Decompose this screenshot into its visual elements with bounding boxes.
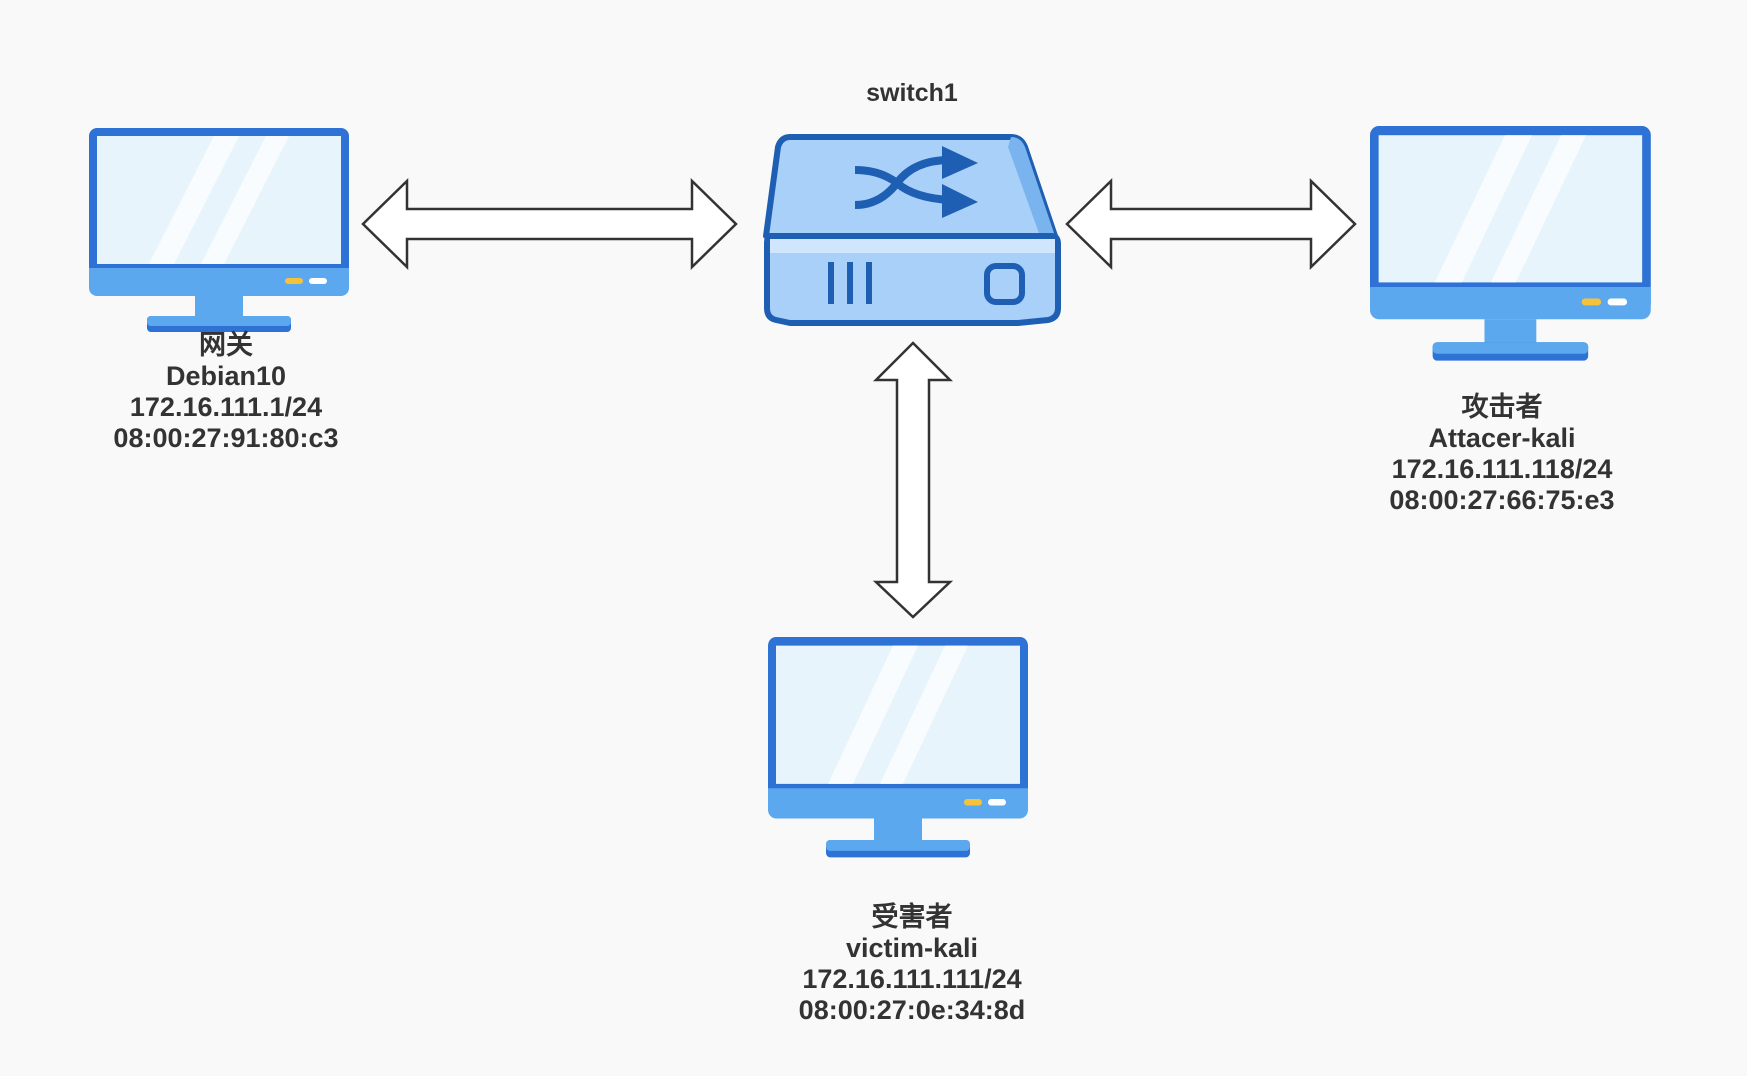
gateway-mac: 08:00:27:91:80:c3 [113, 423, 339, 453]
gateway-monitor-icon [89, 128, 349, 332]
switch-name-label: switch1 [812, 78, 1012, 109]
victim-info: 受害者 victim-kali 172.16.111.111/24 08:00:… [762, 902, 1062, 1026]
attacker-monitor-icon [1370, 126, 1651, 361]
gateway-info: 网关 Debian10 172.16.111.1/24 08:00:27:91:… [76, 330, 376, 454]
gateway-hostname: Debian10 [165, 361, 287, 391]
attacker-ip: 172.16.111.118/24 [1391, 454, 1613, 484]
attacker-hostname: Attacer-kali [1428, 423, 1576, 453]
victim-monitor-icon [768, 637, 1028, 858]
attacker-role: 攻击者 [1461, 392, 1543, 422]
arrow-switch-victim [872, 341, 954, 619]
victim-role: 受害者 [871, 902, 953, 932]
switch-name: switch1 [866, 79, 958, 107]
gateway-ip: 172.16.111.1/24 [129, 392, 323, 422]
attacker-info: 攻击者 Attacer-kali 172.16.111.118/24 08:00… [1352, 392, 1652, 516]
victim-ip: 172.16.111.111/24 [802, 964, 1022, 994]
attacker-mac: 08:00:27:66:75:e3 [1389, 485, 1615, 515]
victim-hostname: victim-kali [845, 933, 979, 963]
arrow-gateway-switch [361, 178, 738, 270]
arrow-switch-attacker [1065, 178, 1357, 270]
switch-icon [763, 134, 1061, 326]
gateway-role: 网关 [199, 330, 253, 360]
victim-mac: 08:00:27:0e:34:8d [798, 995, 1026, 1025]
